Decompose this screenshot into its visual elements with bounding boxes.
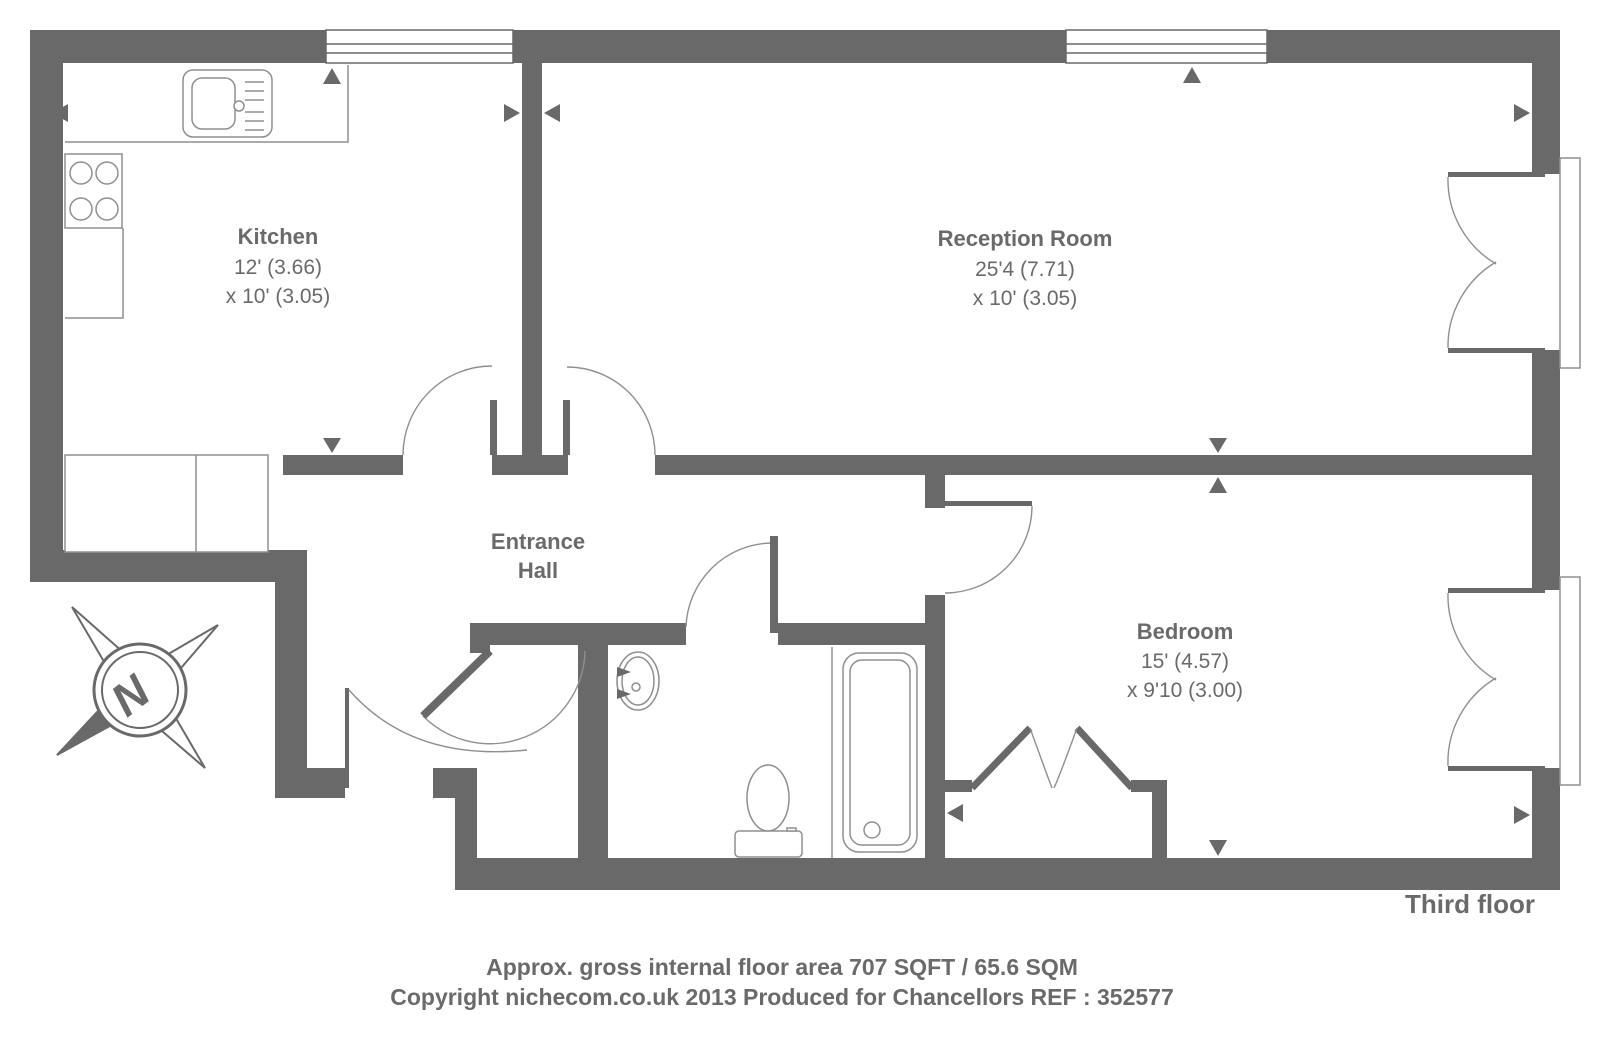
kitchen-arrow-right [504,104,520,122]
reception-label: Reception Room [938,226,1113,251]
reception-balcony-outline [1559,157,1581,369]
closet-bifold-left [969,725,1033,791]
counter-bottom-outline [64,454,269,553]
wall-right-middle [1532,350,1560,590]
windows [325,29,1268,64]
kitchen-door-arc [402,365,493,456]
kitchen-label: Kitchen [238,224,319,249]
wall-bottom [455,858,1560,890]
kitchen-dim-1: 12' (3.66) [234,256,322,279]
floor-label: Third floor [1405,889,1535,919]
reception-french-leaf-top [1448,172,1545,177]
door-post-reception [563,400,570,455]
kitchen-dim-2: x 10' (3.05) [226,285,330,308]
bathroom-door-arc [685,542,772,628]
bathroom-door-leaf [770,536,778,633]
reception-door-arc [566,366,656,456]
reception-french-arc-bottom [1447,261,1497,349]
kitchen-window-icon [325,29,514,64]
bedroom-french-arc-bottom [1447,677,1497,767]
counter-left-outline [65,228,124,319]
bedroom-dim-2: x 9'10 (3.00) [1127,679,1243,702]
kitchen-arrow-down [323,438,341,453]
reception-window-icon [1065,29,1268,64]
reception-arrow-down [1209,438,1227,453]
toilet-icon [734,764,803,858]
bedroom-arrow-down [1209,840,1227,856]
front-door-leaf [420,648,493,719]
wall-bathroom-top-a [470,623,686,645]
closet-bifold-arc-right [1053,727,1078,789]
counter-top-outline [65,65,349,143]
balconies [1559,157,1581,786]
footer-area-line: Approx. gross internal floor area 707 SQ… [486,954,1078,980]
kitchen-arrow-left [52,104,68,122]
wall-bedroom-upper [925,475,945,508]
wall-hall-north-c [655,455,1532,475]
doors [348,172,1545,791]
wall-left [30,30,63,570]
entrance-hall-label-line1: Entrance [491,529,585,554]
footer-copyright-line: Copyright nichecom.co.uk 2013 Produced f… [390,984,1174,1010]
closet-stub-right-v [1152,792,1167,860]
kitchen-fixtures [64,65,349,553]
footer: Third floor Approx. gross internal floor… [390,889,1535,1010]
wall-kitchen-reception-divider [522,63,542,455]
closet-bifold-arc-left [1029,727,1053,789]
reception-french-arc-top [1447,176,1497,265]
bedroom-label: Bedroom [1137,619,1234,644]
bedroom-arrow-right [1514,806,1530,824]
bedroom-french-leaf-bottom [1448,766,1545,771]
bedroom-french-arc-top [1447,592,1497,681]
front-door-arc-b [422,650,586,745]
closet-stub-right-h [1131,780,1167,792]
wall-kitchen-sw [30,550,307,582]
wall-hall-west [275,582,307,768]
reception-dim-2: x 10' (3.05) [973,287,1077,310]
closet-bifold-right [1074,725,1135,791]
room-labels: Kitchen 12' (3.66) x 10' (3.05) Receptio… [226,224,1243,702]
wall-bedroom-lower [925,595,945,860]
bedroom-arrow-up [1209,477,1227,493]
wall-hall-bathroom-divider [578,645,608,858]
wall-hall-sw [275,768,345,798]
front-door-arc-a [348,689,528,753]
wall-top [30,30,1560,63]
bedroom-french-leaf-top [1448,588,1545,593]
wall-bathroom-top-b [778,623,925,645]
bedroom-dim-1: 15' (4.57) [1141,650,1229,673]
bath-icon [842,652,918,853]
reception-french-leaf-bottom [1448,348,1545,353]
door-post-kitchen [490,400,497,455]
sink-icon [182,69,273,138]
bedroom-balcony-outline [1559,576,1581,786]
hob-icon [64,153,123,229]
bedroom-arrow-left [947,804,963,822]
kitchen-arrow-up [323,68,341,84]
reception-dim-1: 25'4 (7.71) [975,258,1075,281]
front-door-jamb [345,688,349,788]
wall-right-upper [1532,63,1560,174]
exterior-walls [30,30,1560,890]
interior-walls [283,63,1532,860]
wall-hall-north-a [283,455,403,475]
reception-arrow-right [1514,104,1530,122]
wall-hall-north-b [492,455,568,475]
wall-right-lower [1532,768,1560,890]
wall-entry-step [433,768,477,798]
reception-arrow-left [544,104,560,122]
basin-icon [616,651,660,711]
measure-arrows [52,67,1530,856]
front-door-hinge-block [470,623,490,653]
closet-stub-left [945,780,972,792]
wall-entry-step-v [455,798,477,860]
reception-arrow-up [1183,67,1201,83]
entrance-hall-label-line2: Hall [518,558,558,583]
bedroom-door-arc [944,505,1033,594]
bedroom-door-leaf [945,501,1032,506]
bathroom-fixtures [616,647,918,858]
compass-icon: N [56,606,219,769]
